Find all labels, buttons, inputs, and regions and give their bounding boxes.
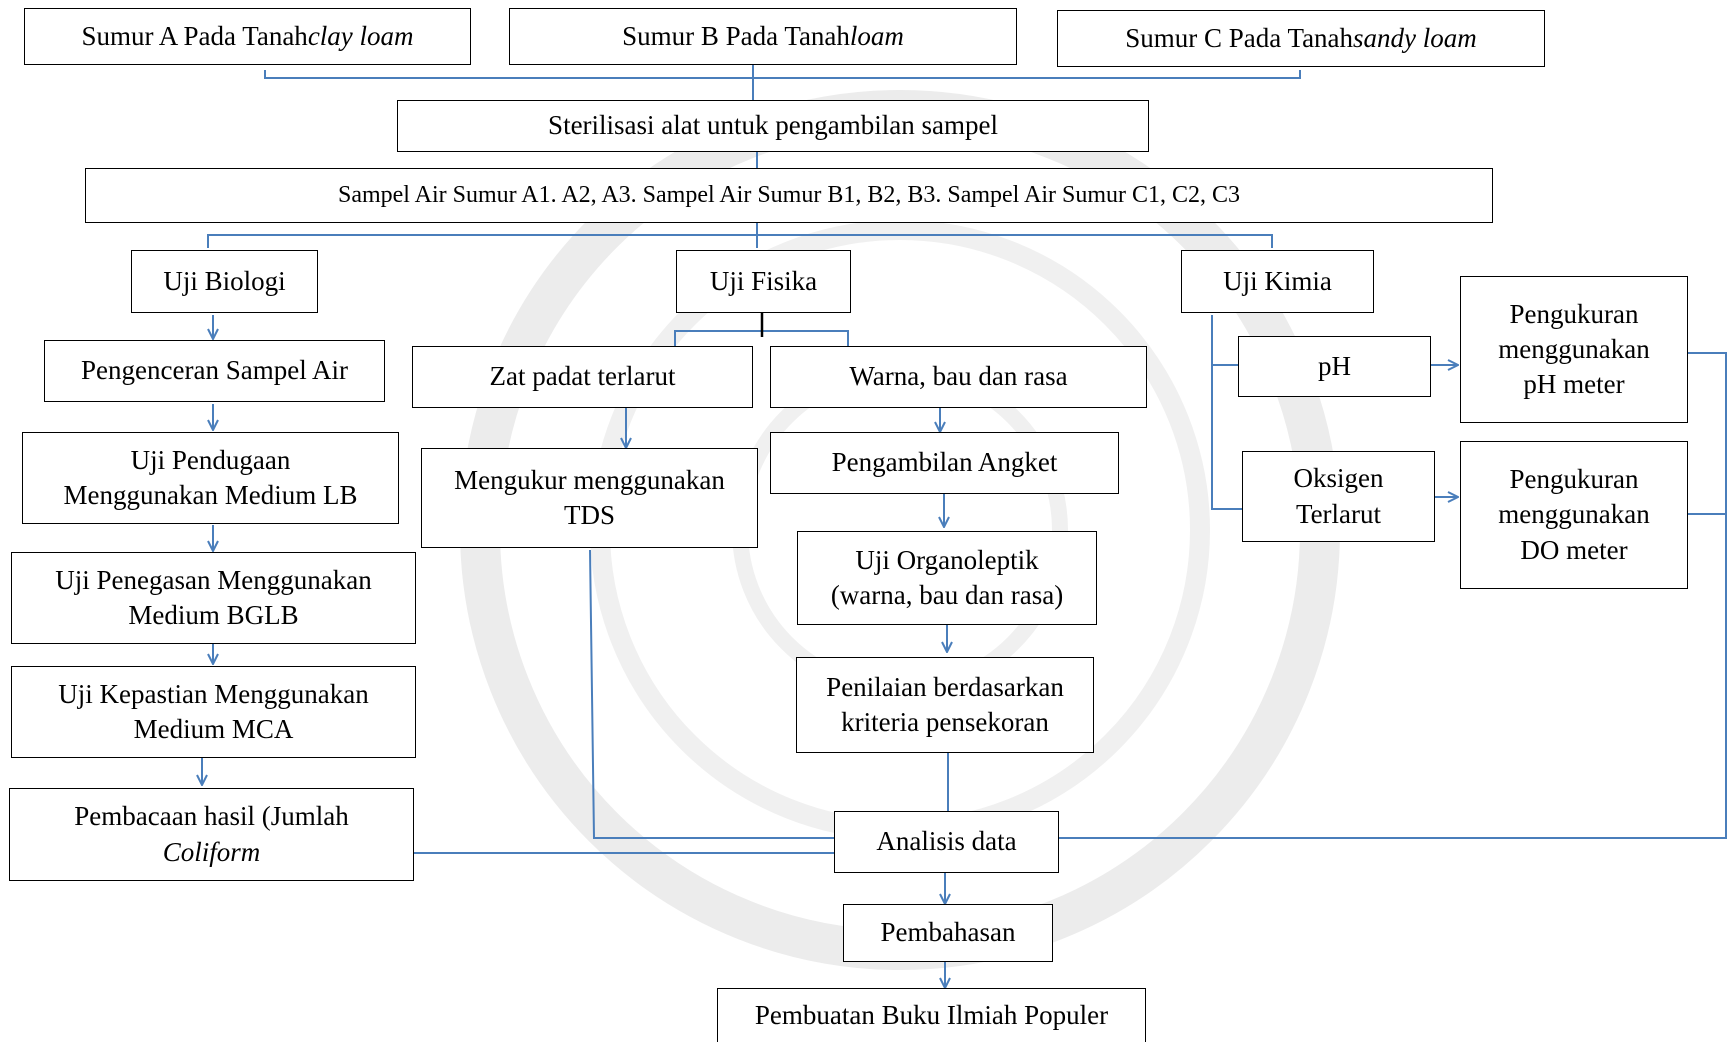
pengukuran-ph-line2: menggunakan <box>1498 333 1650 364</box>
analisis-box: Analisis data <box>834 811 1059 873</box>
kepastian-box: Uji Kepastian Menggunakan Medium MCA <box>11 666 416 758</box>
pengenceran-box: Pengenceran Sampel Air <box>44 340 385 402</box>
pendugaan-line2: Menggunakan Medium LB <box>63 480 358 510</box>
ph-box: pH <box>1238 336 1431 397</box>
zat-padat-box: Zat padat terlarut <box>412 346 753 408</box>
mengukur-tds-line2: TDS <box>563 500 615 530</box>
angket-box: Pengambilan Angket <box>770 432 1119 494</box>
organoleptik-box: Uji Organoleptik (warna, bau dan rasa) <box>797 531 1097 625</box>
sumur-c-box: Sumur C Pada Tanah sandy loam <box>1057 10 1545 67</box>
organoleptik-line2: (warna, bau dan rasa) <box>830 580 1064 610</box>
sumur-a-soil: clay loam <box>307 20 414 51</box>
sumur-c-label: Sumur C Pada Tanah <box>1125 22 1354 53</box>
penegasan-line1: Uji Penegasan Menggunakan <box>55 564 372 595</box>
pengukuran-do-line1: Pengukuran <box>1509 464 1639 495</box>
oksigen-line1: Oksigen <box>1293 463 1384 494</box>
organoleptik-line1: Uji Organoleptik <box>855 544 1039 575</box>
penegasan-line2: Medium BGLB <box>128 600 299 630</box>
pembacaan-line2: Coliform <box>162 836 261 867</box>
sumur-b-soil: loam <box>849 20 904 51</box>
sampel-label: Sampel Air Sumur A1. A2, A3. Sampel Air … <box>337 181 1241 208</box>
sumur-b-label: Sumur B Pada Tanah <box>622 20 850 51</box>
sampel-box: Sampel Air Sumur A1. A2, A3. Sampel Air … <box>85 168 1493 223</box>
warna-label: Warna, bau dan rasa <box>849 361 1068 392</box>
penilaian-line1: Penilaian berdasarkan <box>826 671 1064 702</box>
mengukur-tds-line1: Mengukur menggunakan <box>454 464 725 495</box>
pembahasan-label: Pembahasan <box>880 917 1016 948</box>
pendugaan-line1: Uji Pendugaan <box>130 444 291 475</box>
angket-label: Pengambilan Angket <box>831 447 1058 478</box>
zat-padat-label: Zat padat terlarut <box>489 361 676 392</box>
uji-biologi-box: Uji Biologi <box>131 250 318 313</box>
oksigen-box: Oksigen Terlarut <box>1242 451 1435 542</box>
pembacaan-box: Pembacaan hasil (Jumlah Coliform <box>9 788 414 881</box>
penegasan-box: Uji Penegasan Menggunakan Medium BGLB <box>11 552 416 644</box>
pengukuran-ph-line1: Pengukuran <box>1509 298 1639 329</box>
analisis-label: Analisis data <box>876 826 1017 857</box>
ph-label: pH <box>1318 350 1351 381</box>
pengenceran-label: Pengenceran Sampel Air <box>81 355 348 386</box>
sumur-a-label: Sumur A Pada Tanah <box>81 20 308 51</box>
sumur-a-box: Sumur A Pada Tanah clay loam <box>24 8 471 65</box>
warna-box: Warna, bau dan rasa <box>770 346 1147 408</box>
mengukur-tds-box: Mengukur menggunakan TDS <box>421 448 758 548</box>
pembuatan-box: Pembuatan Buku Ilmiah Populer <box>717 988 1146 1042</box>
uji-kimia-label: Uji Kimia <box>1223 265 1332 296</box>
kepastian-line2: Medium MCA <box>133 714 294 744</box>
penilaian-line2: kriteria pensekoran <box>841 707 1049 737</box>
sterilisasi-box: Sterilisasi alat untuk pengambilan sampe… <box>397 100 1149 152</box>
pembahasan-box: Pembahasan <box>843 904 1053 962</box>
uji-biologi-label: Uji Biologi <box>163 265 286 296</box>
pengukuran-do-line2: menggunakan <box>1498 499 1650 530</box>
pengukuran-do-line3: DO meter <box>1520 534 1628 565</box>
uji-fisika-label: Uji Fisika <box>709 265 818 296</box>
sumur-b-box: Sumur B Pada Tanah loam <box>509 8 1017 65</box>
pengukuran-ph-box: Pengukuran menggunakan pH meter <box>1460 276 1688 423</box>
sumur-c-soil: sandy loam <box>1353 22 1477 53</box>
pengukuran-ph-line3: pH meter <box>1523 369 1625 400</box>
penilaian-box: Penilaian berdasarkan kriteria pensekora… <box>796 657 1094 753</box>
uji-kimia-box: Uji Kimia <box>1181 250 1374 313</box>
kepastian-line1: Uji Kepastian Menggunakan <box>58 678 369 709</box>
pendugaan-box: Uji Pendugaan Menggunakan Medium LB <box>22 432 399 524</box>
sterilisasi-label: Sterilisasi alat untuk pengambilan sampe… <box>548 110 998 141</box>
pengukuran-do-box: Pengukuran menggunakan DO meter <box>1460 441 1688 589</box>
pembuatan-label: Pembuatan Buku Ilmiah Populer <box>754 999 1109 1030</box>
pembacaan-line1: Pembacaan hasil (Jumlah <box>74 801 349 832</box>
oksigen-line2: Terlarut <box>1295 498 1382 529</box>
uji-fisika-box: Uji Fisika <box>676 250 851 313</box>
